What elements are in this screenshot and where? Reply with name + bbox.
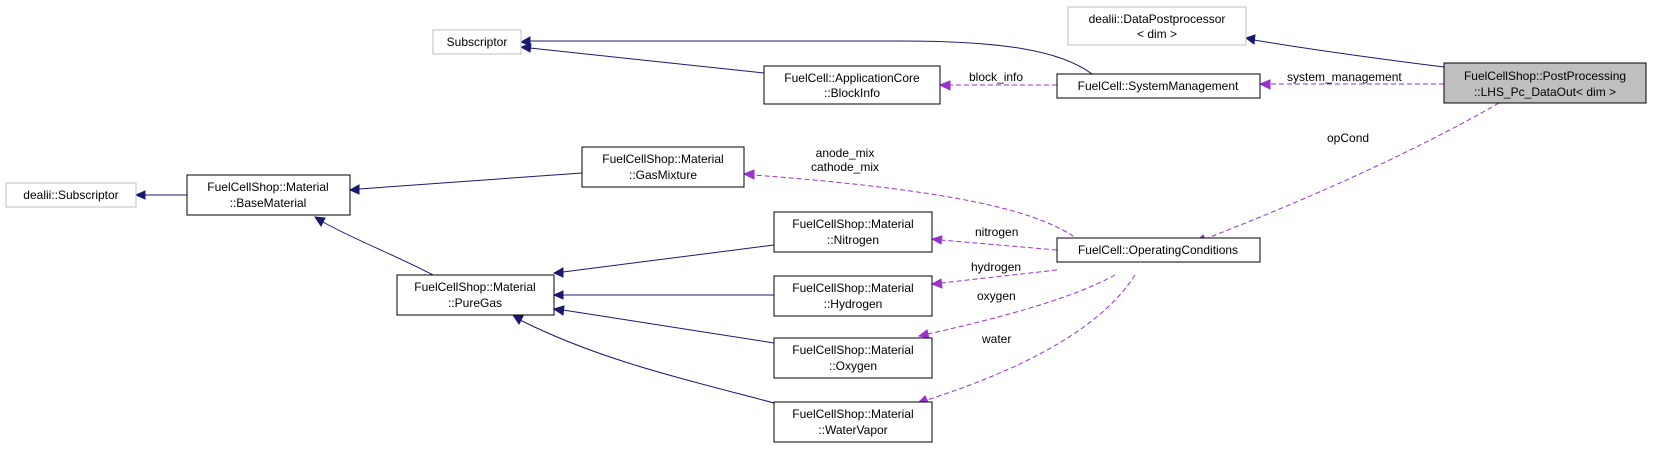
edge-usage-oxygen	[927, 274, 1116, 335]
node-subscriptor-label: Subscriptor	[447, 35, 508, 49]
node-pure-gas-line1: FuelCellShop::Material	[414, 280, 535, 294]
edge-usage-opcond	[1204, 102, 1500, 240]
arrowhead-usage-gasmixture	[742, 169, 755, 180]
arrowhead-subscriptor-bottom	[519, 43, 532, 53]
edge-puregas-to-basematerial	[322, 221, 434, 276]
node-water-vapor-line1: FuelCellShop::Material	[792, 407, 913, 421]
label-water: water	[981, 332, 1011, 346]
node-data-postprocessor-line1: dealii::DataPostprocessor	[1089, 12, 1226, 26]
node-nitrogen-line2: ::Nitrogen	[827, 233, 879, 247]
arrowhead-usage-systemmanagement	[1258, 79, 1271, 90]
label-anode-mix: anode_mix	[816, 146, 875, 160]
node-pure-gas-line2: ::PureGas	[448, 296, 502, 310]
arrowhead-basematerial-right	[348, 184, 360, 195]
label-system-management: system_management	[1287, 70, 1402, 84]
edge-usage-hydrogen	[940, 269, 1058, 284]
edge-labels: system_management block_info opCond anod…	[811, 70, 1402, 346]
node-subscriptor[interactable]: Subscriptor	[432, 29, 522, 55]
node-oxygen[interactable]: FuelCellShop::Material ::Oxygen	[773, 337, 933, 379]
arrowhead-usage-oxygen	[917, 329, 930, 339]
node-hydrogen-line2: ::Hydrogen	[824, 297, 883, 311]
arrowhead-puregas-nitrogen	[552, 267, 564, 278]
edge-usage-water	[926, 274, 1136, 401]
edge-usage-nitrogen	[940, 239, 1058, 251]
arrowhead-usage-blockinfo	[938, 80, 951, 91]
node-gas-mixture-line2: ::GasMixture	[629, 168, 697, 182]
arrowhead-puregas-oxygen	[552, 305, 565, 316]
node-gas-mixture[interactable]: FuelCellShop::Material ::GasMixture	[581, 146, 745, 188]
node-gas-mixture-line1: FuelCellShop::Material	[602, 152, 723, 166]
label-oxygen: oxygen	[977, 289, 1016, 303]
arrowhead-usage-hydrogen	[930, 278, 943, 289]
node-post-processing-line1: FuelCellShop::PostProcessing	[1464, 69, 1626, 83]
node-nitrogen[interactable]: FuelCellShop::Material ::Nitrogen	[773, 211, 933, 253]
node-block-info[interactable]: FuelCell::ApplicationCore ::BlockInfo	[763, 65, 941, 105]
edge-watervapor-to-puregas	[519, 319, 775, 404]
arrowhead-dealiisubscriptor	[134, 190, 146, 200]
node-water-vapor-line2: ::WaterVapor	[818, 423, 887, 437]
node-water-vapor[interactable]: FuelCellShop::Material ::WaterVapor	[773, 401, 933, 443]
node-block-info-line2: ::BlockInfo	[824, 86, 880, 100]
edge-nitrogen-to-puregas	[562, 244, 775, 273]
edge-systemmanagement-to-subscriptor	[530, 40, 1093, 75]
label-block-info: block_info	[969, 70, 1023, 84]
node-block-info-line1: FuelCell::ApplicationCore	[784, 71, 920, 85]
node-hydrogen[interactable]: FuelCellShop::Material ::Hydrogen	[773, 275, 933, 317]
arrowhead-usage-nitrogen	[930, 235, 943, 245]
node-oxygen-line2: ::Oxygen	[829, 359, 877, 373]
node-data-postprocessor-line2: < dim >	[1137, 27, 1177, 41]
node-operating-conditions-label: FuelCell::OperatingConditions	[1078, 243, 1238, 257]
node-pure-gas[interactable]: FuelCellShop::Material ::PureGas	[396, 274, 555, 316]
node-dealii-subscriptor-label: dealii::Subscriptor	[23, 188, 118, 202]
node-data-postprocessor[interactable]: dealii::DataPostprocessor < dim >	[1067, 6, 1247, 46]
arrowhead-datapostprocessor	[1244, 34, 1256, 45]
node-oxygen-line1: FuelCellShop::Material	[792, 343, 913, 357]
label-opcond: opCond	[1327, 131, 1369, 145]
node-post-processing-line2: ::LHS_Pc_DataOut< dim >	[1474, 85, 1616, 99]
node-post-processing[interactable]: FuelCellShop::PostProcessing ::LHS_Pc_Da…	[1443, 62, 1647, 104]
edge-postprocessing-to-datapostprocessor	[1253, 39, 1445, 68]
edge-blockinfo-to-subscriptor	[529, 47, 765, 74]
label-cathode-mix: cathode_mix	[811, 160, 879, 174]
node-hydrogen-line1: FuelCellShop::Material	[792, 281, 913, 295]
node-dealii-subscriptor[interactable]: dealii::Subscriptor	[5, 182, 137, 208]
edge-gasmixture-to-basematerial	[358, 172, 583, 190]
node-system-management-label: FuelCell::SystemManagement	[1078, 79, 1239, 93]
arrowhead-puregas-watervapor	[511, 314, 524, 325]
edge-usage-gasmixture	[753, 174, 1081, 242]
arrowhead-puregas-hydrogen	[552, 290, 564, 300]
label-hydrogen: hydrogen	[971, 260, 1021, 274]
node-nitrogen-line1: FuelCellShop::Material	[792, 217, 913, 231]
inheritance-edges	[134, 34, 1445, 404]
node-base-material-line2: ::BaseMaterial	[230, 196, 307, 210]
node-base-material[interactable]: FuelCellShop::Material ::BaseMaterial	[186, 174, 351, 216]
node-system-management[interactable]: FuelCell::SystemManagement	[1056, 73, 1261, 99]
node-operating-conditions[interactable]: FuelCell::OperatingConditions	[1056, 237, 1261, 263]
arrowhead-basematerial-bottom	[313, 216, 326, 227]
arrowhead-subscriptor-top	[519, 36, 531, 47]
edge-oxygen-to-puregas	[562, 309, 775, 344]
label-nitrogen: nitrogen	[975, 225, 1018, 239]
node-base-material-line1: FuelCellShop::Material	[207, 180, 328, 194]
